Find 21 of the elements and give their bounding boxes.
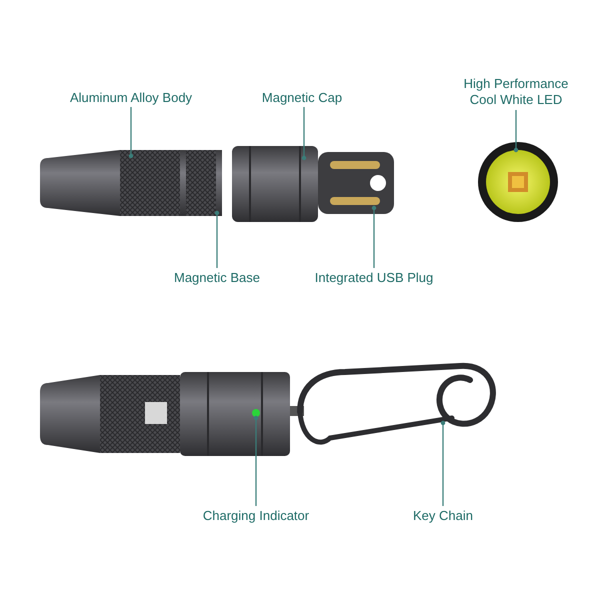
callout-label: Charging Indicator bbox=[176, 508, 336, 524]
leader-line bbox=[372, 206, 376, 268]
leader-line bbox=[214, 210, 220, 268]
callout-label: Integrated USB Plug bbox=[294, 270, 454, 286]
magnetic-cap-drawing bbox=[232, 145, 318, 223]
leader-line bbox=[254, 416, 258, 506]
callout-label: High Performance Cool White LED bbox=[454, 76, 578, 108]
key-chain-drawing bbox=[297, 363, 496, 445]
flashlight-body-drawing bbox=[40, 150, 180, 216]
callout-label: Aluminum Alloy Body bbox=[51, 90, 211, 106]
leader-line bbox=[302, 107, 306, 160]
magnetic-base-drawing bbox=[180, 150, 222, 216]
leader-line bbox=[440, 420, 446, 506]
indicator-light bbox=[252, 409, 260, 417]
led-front-drawing bbox=[478, 142, 558, 222]
callout-label: Magnetic Base bbox=[147, 270, 287, 286]
leader-line bbox=[128, 107, 134, 158]
usb-plug-drawing bbox=[318, 152, 394, 214]
leader-line bbox=[514, 110, 518, 152]
callout-label: Key Chain bbox=[383, 508, 503, 524]
callout-label: Magnetic Cap bbox=[232, 90, 372, 106]
